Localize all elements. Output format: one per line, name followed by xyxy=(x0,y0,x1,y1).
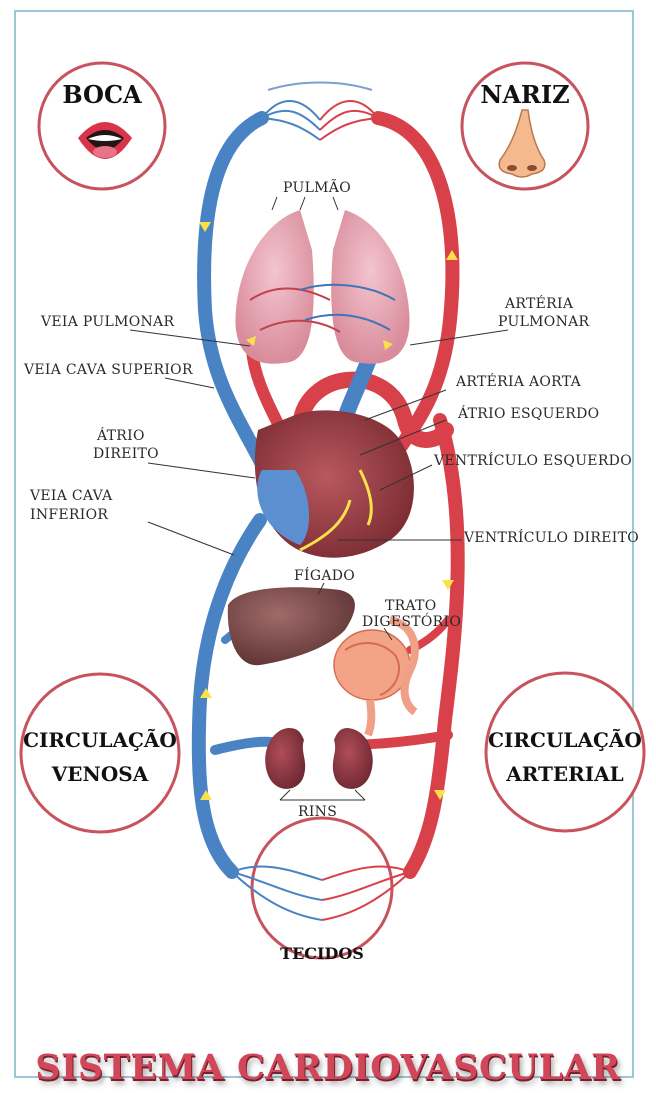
circulacao-arterial-sub: ARTERIAL xyxy=(485,762,645,786)
tissue-capillaries xyxy=(232,818,410,958)
nariz-label: NARIZ xyxy=(468,80,582,109)
circulacao-venosa-sub: VENOSA xyxy=(20,762,180,786)
circulacao-arterial-label: CIRCULAÇÃO xyxy=(485,728,645,752)
trato-digestorio-label-2: DIGESTÓRIO xyxy=(362,614,461,630)
veia-cava-inferior-label-1: VEIA CAVA xyxy=(30,488,113,504)
veia-cava-superior-label: VEIA CAVA SUPERIOR xyxy=(24,362,193,378)
top-capillaries xyxy=(262,83,378,141)
veia-cava-inferior-label-2: INFERIOR xyxy=(30,507,108,523)
atrio-esquerdo-label: ÁTRIO ESQUERDO xyxy=(458,406,599,422)
trato-digestorio-label-1: TRATO xyxy=(385,598,437,614)
figado-label: FÍGADO xyxy=(294,568,355,584)
tecidos-label: TECIDOS xyxy=(262,944,382,963)
veia-pulmonar-label: VEIA PULMONAR xyxy=(41,314,174,330)
atrio-direito-label-1: ÁTRIO xyxy=(97,428,145,444)
boca-label: BOCA xyxy=(48,80,156,109)
arteria-pulmonar-label-1: ARTÉRIA xyxy=(505,296,573,312)
ventriculo-esquerdo-label: VENTRÍCULO ESQUERDO xyxy=(434,453,632,469)
arteria-pulmonar-label-2: PULMONAR xyxy=(498,314,589,330)
arteria-aorta-label: ARTÉRIA AORTA xyxy=(456,374,581,390)
page-title: SISTEMA CARDIOVASCULAR xyxy=(0,1047,656,1088)
circulacao-venosa-badge xyxy=(21,674,179,832)
circulacao-arterial-badge xyxy=(486,673,644,831)
ventriculo-direito-label: VENTRÍCULO DIREITO xyxy=(464,530,639,546)
pulmao-label: PULMÃO xyxy=(283,180,351,196)
circulacao-venosa-label: CIRCULAÇÃO xyxy=(20,728,180,752)
rins-label: RINS xyxy=(298,804,337,820)
kidneys xyxy=(265,728,373,789)
digestive-tract xyxy=(334,620,415,735)
heart xyxy=(255,410,414,557)
atrio-direito-label-2: DIREITO xyxy=(93,446,159,462)
